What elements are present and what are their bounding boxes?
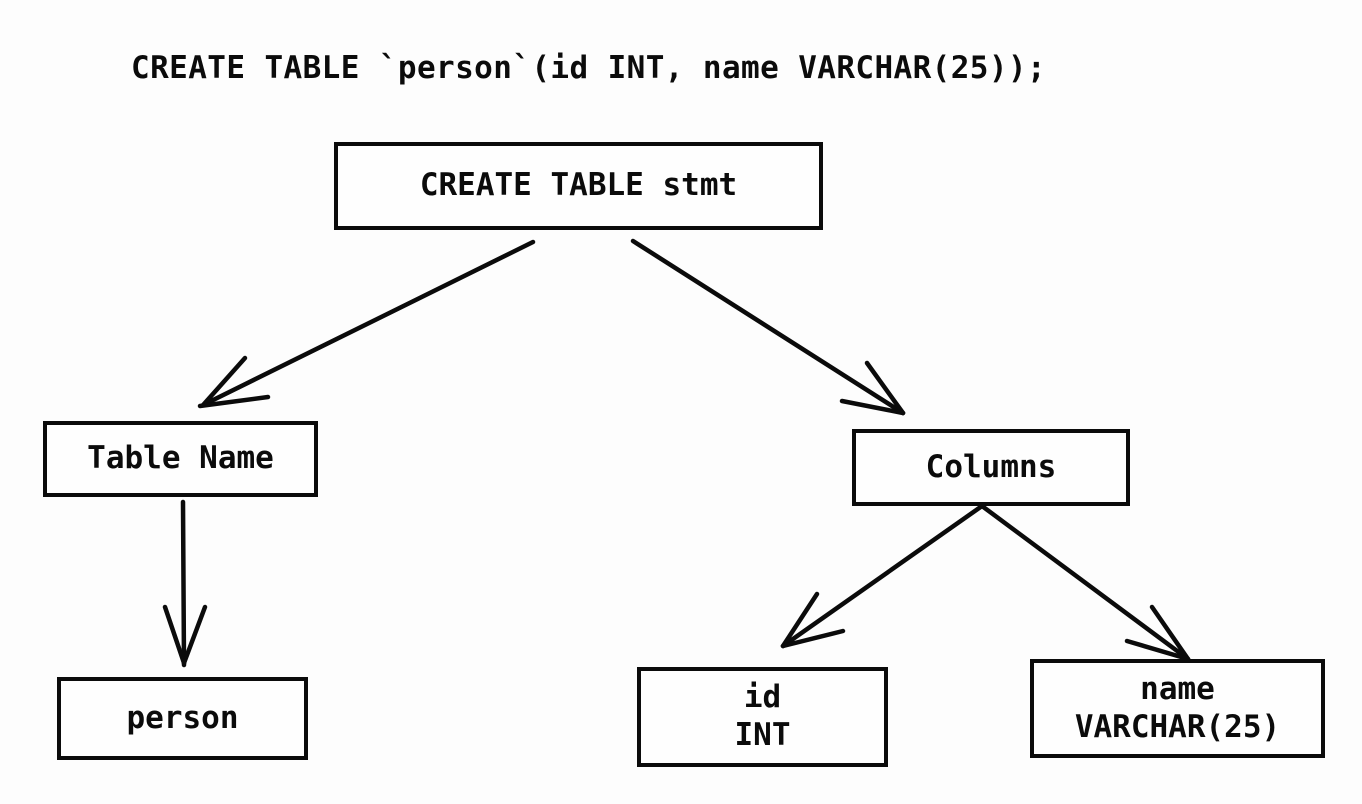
node-column-id-type: INT — [734, 717, 791, 753]
sql-statement-text: CREATE TABLE `person`(id INT, name VARCH… — [131, 50, 1047, 86]
edge-columns-to-col-name — [979, 503, 1191, 662]
node-columns-label: Columns — [925, 448, 1057, 485]
node-column-name: name VARCHAR(25) — [1030, 659, 1325, 758]
node-columns: Columns — [852, 429, 1130, 506]
node-person: person — [57, 677, 308, 760]
node-person-label: person — [126, 699, 239, 736]
node-create-table-stmt: CREATE TABLE stmt — [334, 142, 823, 230]
node-table-name: Table Name — [43, 421, 318, 497]
edge-table-name-to-person — [162, 499, 208, 668]
node-column-id: id INT — [637, 667, 888, 767]
node-table-name-label: Table Name — [87, 440, 274, 477]
edge-stmt-to-columns — [630, 238, 906, 416]
edge-stmt-to-table-name — [197, 239, 536, 409]
node-column-name-type: VARCHAR(25) — [1074, 708, 1281, 745]
node-create-table-stmt-label: CREATE TABLE stmt — [419, 167, 738, 204]
node-column-name-name: name — [1140, 670, 1215, 707]
edge-columns-to-col-id — [780, 503, 985, 649]
node-column-id-name: id — [743, 679, 782, 716]
